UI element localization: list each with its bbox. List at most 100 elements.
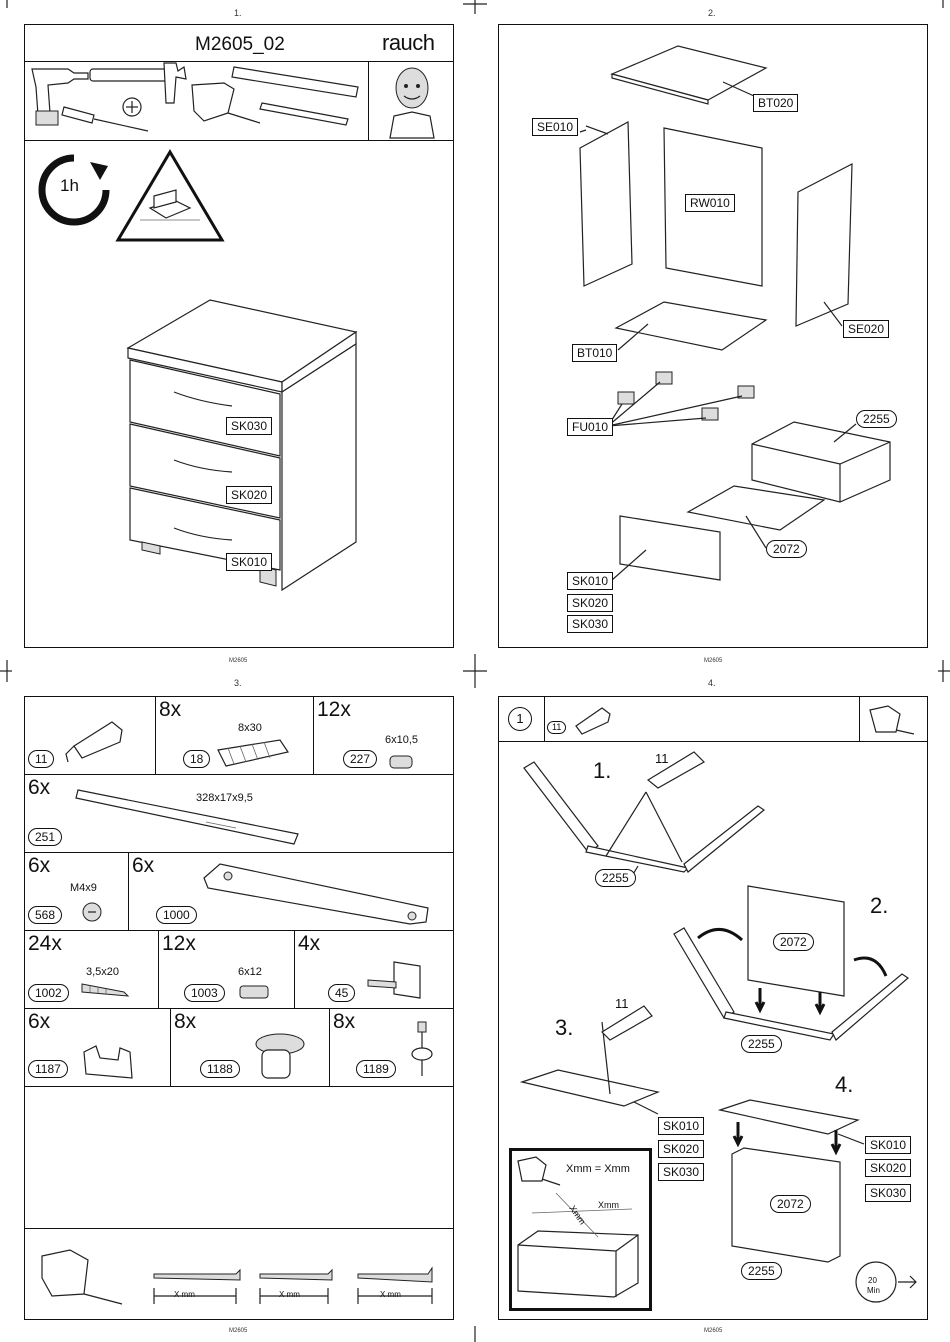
hardware-qty: 8x <box>174 1010 197 1033</box>
part-label-sk020: SK020 <box>658 1140 705 1158</box>
mallet-icon <box>191 82 235 122</box>
hardware-qty: 6x <box>28 854 51 877</box>
carpet-warning-icon <box>115 149 225 242</box>
page-number: 3. <box>234 678 242 688</box>
measurement-inset <box>509 1148 652 1311</box>
hardware-spec: 6x12 <box>238 966 262 978</box>
drill-icon <box>31 68 89 126</box>
part-label-sk030: SK030 <box>567 615 614 633</box>
part-oval-2072: 2072 <box>770 1195 811 1213</box>
hardware-id: 227 <box>343 750 378 768</box>
page-footer: M2605 <box>704 1328 723 1334</box>
hardware-id: 18 <box>183 750 211 768</box>
screwdriver-icon <box>61 106 149 132</box>
step-label: 3. <box>555 1015 574 1040</box>
hardware-id: 568 <box>28 906 63 924</box>
depth-gauge-illustration <box>41 1249 433 1305</box>
hardware-spec: 328x17x9,5 <box>196 792 253 804</box>
step-label: 4. <box>835 1072 854 1097</box>
drawer-measure-illustration <box>517 1156 639 1298</box>
hardware-id: 11 <box>28 750 55 768</box>
hardware-qty: 8x <box>333 1010 356 1033</box>
tools-illustration <box>31 62 359 132</box>
part-oval-2072: 2072 <box>773 933 814 951</box>
cam-lock-icon <box>255 1033 305 1079</box>
part-oval-2255: 2255 <box>741 1035 782 1053</box>
depth-gauge-icon <box>869 705 915 735</box>
part-label-se010: SE010 <box>532 118 579 136</box>
hardware-qty: 12x <box>317 698 351 721</box>
measure-label: X mm <box>380 1290 401 1299</box>
insert-nut-icon <box>389 755 413 769</box>
document-title: M2605_02 <box>195 34 285 55</box>
hardware-id: 1000 <box>156 906 197 924</box>
page-number: 4. <box>708 678 716 688</box>
part-label-fu010: FU010 <box>567 418 614 436</box>
assembly-time: 1h <box>60 176 79 195</box>
clock-unit: Min <box>867 1286 880 1295</box>
cabinet-illustration <box>126 299 358 592</box>
part-label-sk030: SK030 <box>658 1163 705 1181</box>
part-label-sk020: SK020 <box>226 486 273 504</box>
step-label: 2. <box>870 893 889 918</box>
part-label-sk010: SK010 <box>865 1136 912 1154</box>
hardware-id: 1187 <box>28 1060 68 1078</box>
part-label-rw010: RW010 <box>685 194 735 212</box>
screw-icon <box>81 983 130 997</box>
page-4-frame <box>498 696 928 1320</box>
part-label-sk020: SK020 <box>865 1159 912 1177</box>
measure-label: X mm <box>174 1290 195 1299</box>
glue-label: 11 <box>655 751 669 766</box>
hardware-id: 1188 <box>200 1060 240 1078</box>
measure-label: X mm <box>279 1290 300 1299</box>
part-oval-2255: 2255 <box>741 1262 782 1280</box>
cam-bolt-icon <box>411 1021 433 1076</box>
part-label-sk010: SK010 <box>658 1117 705 1135</box>
part-label-sk030: SK030 <box>865 1184 912 1202</box>
bolt-icon <box>82 902 102 922</box>
part-label-sk010: SK010 <box>226 553 273 571</box>
hardware-qty: 24x <box>28 932 62 955</box>
glue-bottle-icon <box>575 707 611 735</box>
page-number: 2. <box>708 8 716 18</box>
drawer-runner-icon <box>203 863 429 925</box>
dowel-icon <box>217 739 289 767</box>
exploded-parts-illustration <box>579 45 891 581</box>
hardware-id: 1003 <box>184 984 225 1002</box>
part-oval-2255: 2255 <box>595 869 636 887</box>
hardware-id: 251 <box>28 828 63 846</box>
part-label-se020: SE020 <box>843 320 890 338</box>
part-label-sk030: SK030 <box>226 417 273 435</box>
hardware-qty: 6x <box>28 1010 51 1033</box>
part-label-sk020: SK020 <box>567 594 614 612</box>
threaded-insert-icon <box>239 985 269 999</box>
hardware-qty: 4x <box>298 932 321 955</box>
brand-logo: rauch <box>382 30 435 55</box>
hammer-icon <box>89 62 187 104</box>
part-label-bt010: BT010 <box>572 344 618 362</box>
glue-label: 11 <box>615 996 629 1011</box>
glue-bottle-icon <box>65 721 123 763</box>
part-oval-2072: 2072 <box>766 540 807 558</box>
page-footer: M2605 <box>229 1328 248 1334</box>
assembly-steps-illustration <box>519 751 917 1303</box>
hardware-spec: 6x10,5 <box>385 734 419 746</box>
mascot-avatar <box>389 67 435 139</box>
hardware-spec: 8x30 <box>238 722 262 734</box>
step-number: 1 <box>508 707 532 731</box>
hardware-qty: 6x <box>132 854 155 877</box>
part-oval-2255: 2255 <box>856 410 897 428</box>
hardware-qty: 12x <box>162 932 196 955</box>
part-label-bt020: BT020 <box>753 94 799 112</box>
page-footer: M2605 <box>229 658 248 664</box>
step-label: 1. <box>593 758 612 783</box>
hardware-id: 1002 <box>28 984 69 1002</box>
page-footer: M2605 <box>704 658 723 664</box>
hardware-qty: 8x <box>159 698 182 721</box>
pencil-icon <box>259 102 349 126</box>
hardware-spec: M4x9 <box>70 882 97 894</box>
part-label-sk010: SK010 <box>567 572 614 590</box>
clip-icon <box>83 1045 133 1079</box>
spirit-level-icon <box>231 66 359 98</box>
